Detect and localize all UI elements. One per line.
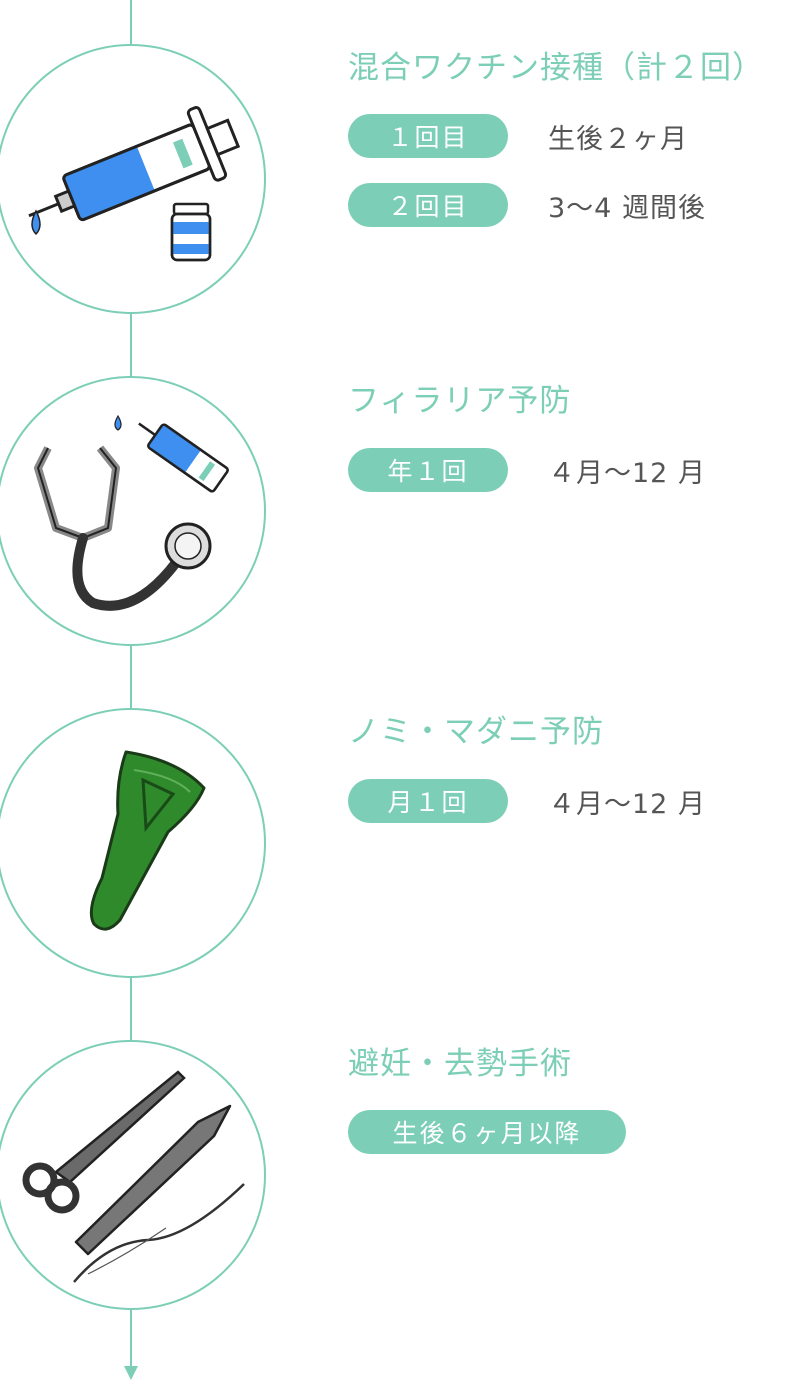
schedule-value: 生後２ヶ月 xyxy=(548,123,688,155)
schedule-pill: ２回目 xyxy=(348,183,508,227)
section-title-vaccine: 混合ワクチン接種（計２回） xyxy=(348,50,764,86)
schedule-pill: 生後６ヶ月以降 xyxy=(348,1110,626,1154)
schedule-row: 生後６ヶ月以降 xyxy=(348,1110,626,1154)
schedule-row: 年１回 ４月〜12 月 xyxy=(348,448,706,492)
schedule-row: ２回目 3〜4 週間後 xyxy=(348,183,706,227)
section-title-flea-tick: ノミ・マダニ予防 xyxy=(348,714,604,750)
schedule-value: ４月〜12 月 xyxy=(548,457,706,489)
syringe-vial-icon xyxy=(0,44,266,314)
schedule-pill: １回目 xyxy=(348,114,508,158)
timeline-arrow-icon xyxy=(124,1366,138,1380)
schedule-pill: 月１回 xyxy=(348,779,508,823)
schedule-row: 月１回 ４月〜12 月 xyxy=(348,779,706,823)
timeline-line xyxy=(130,0,132,1366)
flea-treatment-pipette-icon xyxy=(0,708,266,978)
schedule-value: 3〜4 週間後 xyxy=(548,192,706,224)
schedule-pill: 年１回 xyxy=(348,448,508,492)
stethoscope-syringe-icon xyxy=(0,376,266,646)
section-title-filaria: フィラリア予防 xyxy=(348,383,572,419)
schedule-row: １回目 生後２ヶ月 xyxy=(348,114,688,158)
schedule-value: ４月〜12 月 xyxy=(548,788,706,820)
surgical-tools-icon xyxy=(0,1040,266,1310)
section-title-surgery: 避妊・去勢手術 xyxy=(348,1046,572,1082)
